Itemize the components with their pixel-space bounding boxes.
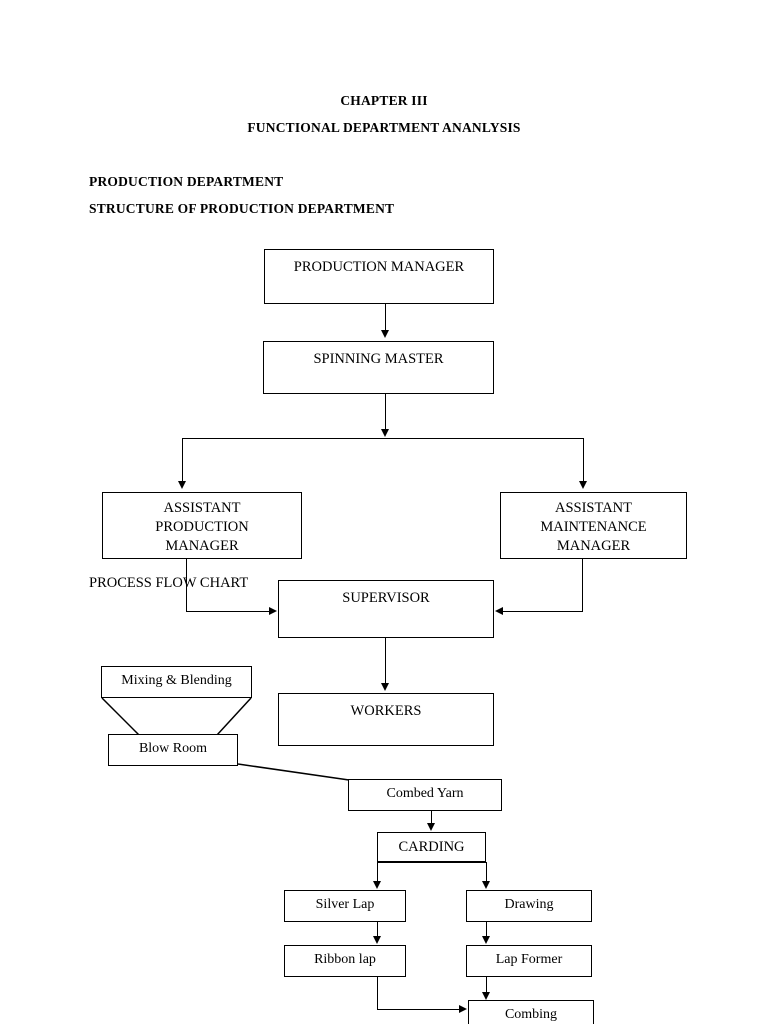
edge-bus-to-assistant-production-manager-arrowhead <box>177 481 186 489</box>
node-supervisor-label: SUPERVISOR <box>342 590 430 606</box>
edge-bus-to-assistant-maintenance-manager-arrowhead <box>578 481 587 489</box>
edge-combed-yarn-to-carding <box>431 811 432 824</box>
node-drawing: Drawing <box>466 890 592 922</box>
node-workers-label: WORKERS <box>350 703 422 719</box>
chapter-title: CHAPTER III <box>340 93 428 108</box>
edge-drawing-to-lap-former-arrowhead <box>481 936 490 944</box>
node-assistant-maintenance-manager-line2: MAINTENANCE <box>540 519 647 536</box>
node-combing: Combing <box>468 1000 594 1024</box>
edge-ribbon-lap-to-combing-arrowhead <box>459 1005 467 1013</box>
edge-amm-to-supervisor-horizontal <box>503 611 583 612</box>
node-lap-former: Lap Former <box>466 945 592 977</box>
edge-carding-to-silver-lap-arrowhead <box>372 881 381 889</box>
edge-ribbon-lap-to-combing-horizontal <box>377 1009 460 1010</box>
node-mixing-and-blending: Mixing & Blending <box>101 666 252 698</box>
edge-spinning-master-down <box>385 394 386 430</box>
edge-bus-to-assistant-maintenance-manager <box>583 438 584 482</box>
node-blow-room-label: Blow Room <box>138 741 208 756</box>
edge-silver-lap-to-ribbon-lap <box>377 922 378 937</box>
edge-split-bus <box>182 438 584 439</box>
edge-drawing-to-lap-former <box>486 922 487 937</box>
node-production-manager: PRODUCTION MANAGER <box>264 249 494 304</box>
edge-carding-to-drawing-arrowhead <box>481 881 490 889</box>
edge-apm-to-supervisor-horizontal <box>186 611 270 612</box>
node-ribbon-lap: Ribbon lap <box>284 945 406 977</box>
edge-lap-former-to-combing <box>486 977 487 993</box>
node-workers: WORKERS <box>278 693 494 746</box>
node-assistant-production-manager-line2: PRODUCTION <box>155 519 249 536</box>
edge-pm-to-spinning-master-arrowhead <box>380 330 389 338</box>
node-combed-yarn-label: Combed Yarn <box>386 786 464 801</box>
node-supervisor: SUPERVISOR <box>278 580 494 638</box>
node-assistant-maintenance-manager-line3: MANAGER <box>556 538 631 555</box>
node-assistant-maintenance-manager-line1: ASSISTANT <box>555 500 632 516</box>
edge-bus-to-assistant-production-manager <box>182 438 183 482</box>
edge-silver-lap-to-ribbon-lap-arrowhead <box>372 936 381 944</box>
edge-blow-room-to-combed-yarn <box>237 763 350 781</box>
node-silver-lap: Silver Lap <box>284 890 406 922</box>
chapter-subtitle: FUNCTIONAL DEPARTMENT ANANLYSIS <box>247 120 521 135</box>
edge-supervisor-to-workers <box>385 638 386 684</box>
edge-amm-to-supervisor-arrowhead <box>495 607 503 615</box>
edge-apm-to-supervisor-vertical <box>186 559 187 612</box>
edge-lap-former-to-combing-arrowhead <box>481 992 490 1000</box>
node-assistant-production-manager: ASSISTANT PRODUCTION MANAGER <box>102 492 302 559</box>
edge-supervisor-to-workers-arrowhead <box>380 683 389 691</box>
edge-carding-split-bus <box>377 862 487 863</box>
edge-carding-to-silver-lap <box>377 862 378 882</box>
edge-spinning-master-down-arrowhead <box>380 429 389 437</box>
node-production-manager-label: PRODUCTION MANAGER <box>293 259 465 275</box>
node-drawing-label: Drawing <box>504 897 554 912</box>
node-assistant-maintenance-manager: ASSISTANT MAINTENANCE MANAGER <box>500 492 687 559</box>
node-combing-label: Combing <box>504 1007 558 1022</box>
edge-carding-to-drawing <box>486 862 487 882</box>
node-carding: CARDING <box>377 832 486 862</box>
edge-apm-to-supervisor-arrowhead <box>269 607 277 615</box>
node-assistant-production-manager-line3: MANAGER <box>165 538 239 555</box>
edge-mixing-to-blow-room <box>101 697 252 736</box>
edge-amm-to-supervisor-vertical <box>582 559 583 612</box>
edge-pm-to-spinning-master <box>385 304 386 331</box>
edge-combed-yarn-to-carding-arrowhead <box>426 823 435 831</box>
node-blow-room: Blow Room <box>108 734 238 766</box>
node-carding-label: CARDING <box>398 839 465 855</box>
node-combed-yarn: Combed Yarn <box>348 779 502 811</box>
node-lap-former-label: Lap Former <box>495 952 563 967</box>
edge-ribbon-lap-to-combing-vertical <box>377 977 378 1010</box>
node-assistant-production-manager-line1: ASSISTANT <box>163 500 241 516</box>
section-heading-structure-of-production-department: STRUCTURE OF PRODUCTION DEPARTMENT <box>89 201 395 216</box>
process-flow-chart-label: PROCESS FLOW CHART <box>89 575 249 591</box>
section-heading-production-department: PRODUCTION DEPARTMENT <box>89 174 284 189</box>
node-spinning-master-label: SPINNING MASTER <box>313 351 444 367</box>
node-ribbon-lap-label: Ribbon lap <box>314 952 376 967</box>
node-mixing-and-blending-label: Mixing & Blending <box>121 673 232 688</box>
node-spinning-master: SPINNING MASTER <box>263 341 494 394</box>
node-silver-lap-label: Silver Lap <box>315 897 375 912</box>
